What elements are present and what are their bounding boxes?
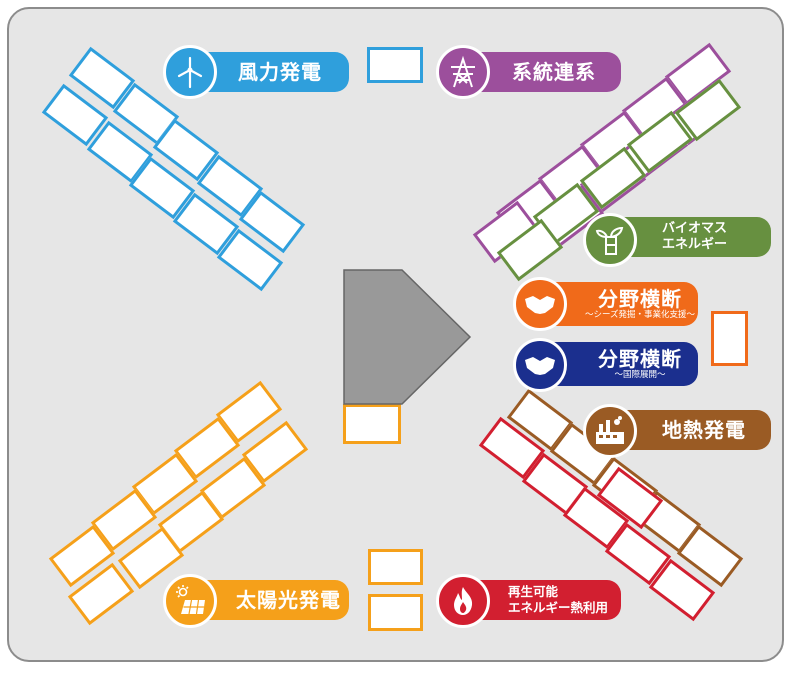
solar-label: 太陽光発電 xyxy=(236,588,341,612)
transmission-tower-icon xyxy=(436,45,490,99)
solar-standalone-box-1 xyxy=(368,549,423,585)
biomass-label-line2: エネルギー xyxy=(662,237,728,252)
cross-seeds-subtitle: ～シーズ発掘・事業化支援～ xyxy=(584,309,696,320)
renewable-heat-label-line1: 再生可能 xyxy=(508,584,559,600)
cross-seeds-title: 分野横断 xyxy=(598,286,682,311)
biomass-plant-icon xyxy=(583,213,637,267)
geothermal-label-pill: 地熱発電 xyxy=(610,410,771,450)
center-base-box xyxy=(343,404,401,444)
cross-standalone-box xyxy=(711,311,748,366)
cross-intl-subtitle: ～国際展開～ xyxy=(614,369,666,380)
grid-label: 系統連系 xyxy=(512,60,596,84)
renewable-heat-label-line2: エネルギー熱利用 xyxy=(508,600,609,615)
wind-label: 風力発電 xyxy=(238,60,322,84)
solar-panel-icon xyxy=(163,574,217,628)
handshake-icon xyxy=(513,338,567,392)
geothermal-plant-icon xyxy=(583,404,637,458)
biomass-label-line1: バイオマス xyxy=(662,220,728,236)
cross-intl-label-pill: 分野横断 ～国際展開～ xyxy=(540,342,698,386)
cross-intl-title: 分野横断 xyxy=(598,346,682,371)
grid-standalone-box xyxy=(367,47,423,83)
wind-turbine-icon xyxy=(163,45,217,99)
handshake-icon xyxy=(513,277,567,331)
solar-standalone-box-2 xyxy=(368,594,423,631)
flame-icon xyxy=(436,574,490,628)
geothermal-label: 地熱発電 xyxy=(662,418,746,442)
